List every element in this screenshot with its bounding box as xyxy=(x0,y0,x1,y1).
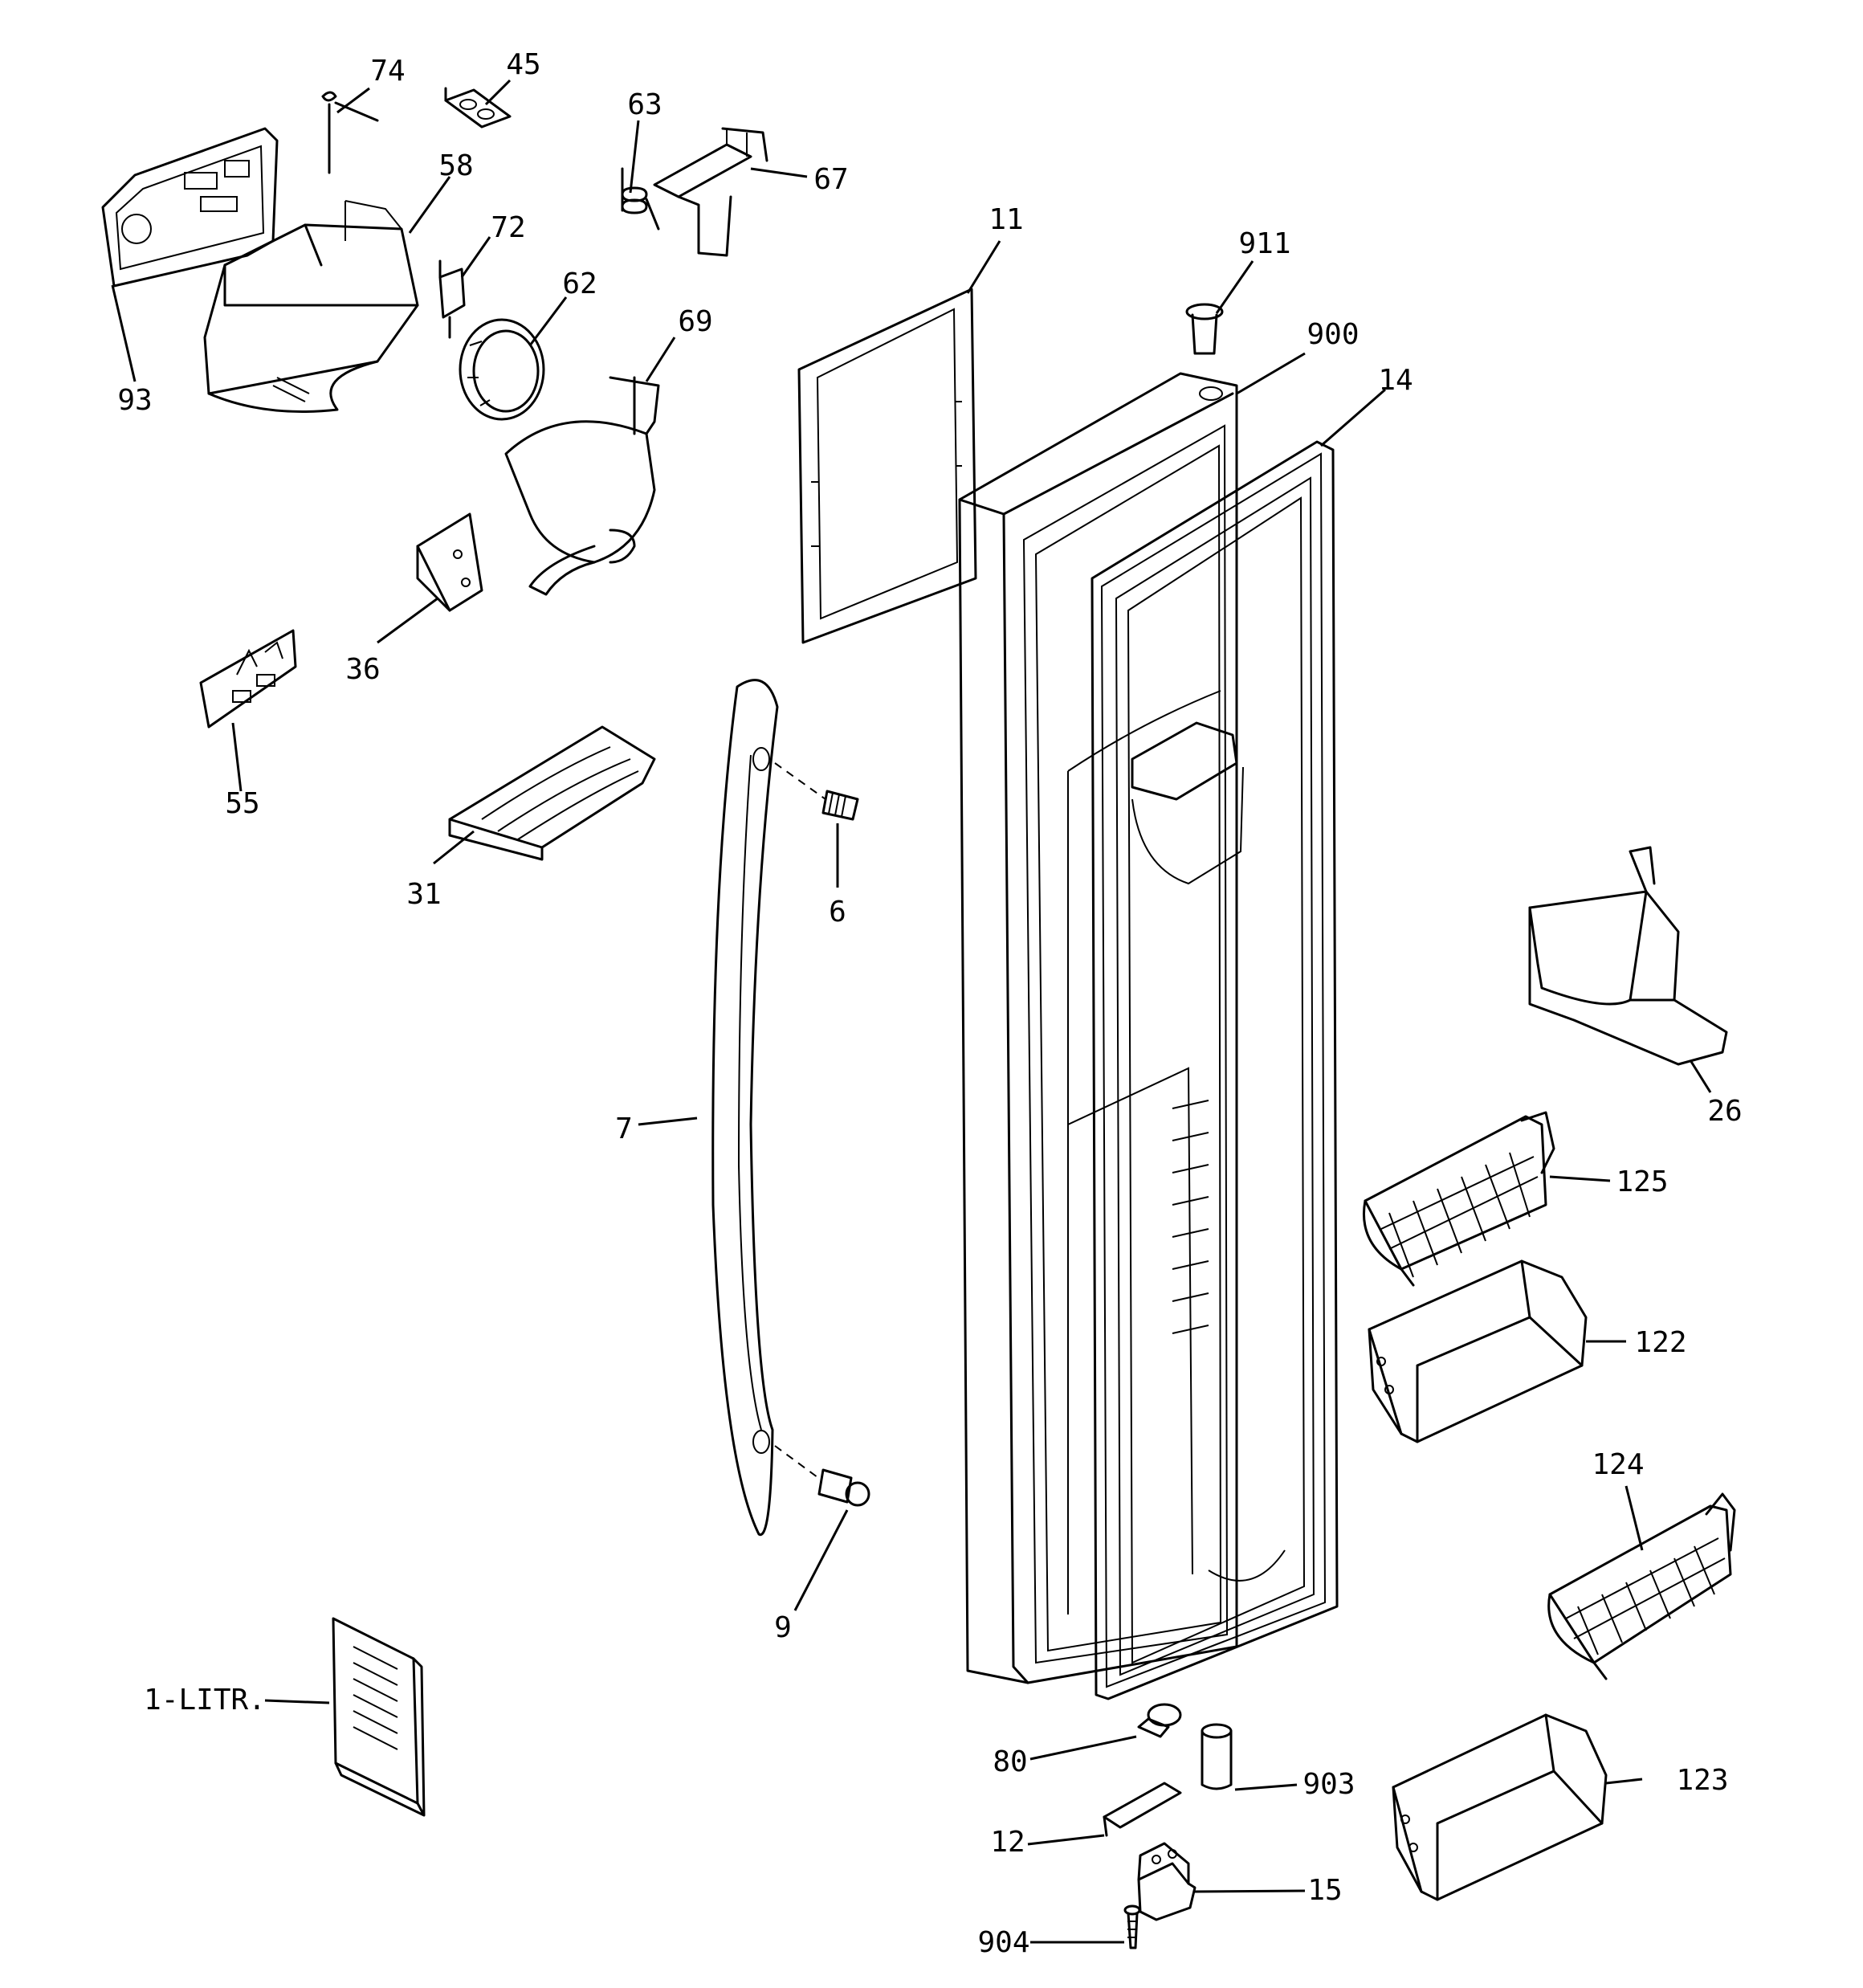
label-900: 900 xyxy=(1307,318,1359,351)
part-63-spring xyxy=(621,167,660,231)
label-903: 903 xyxy=(1302,1768,1355,1801)
label-26: 26 xyxy=(1707,1095,1742,1128)
part-6-screw xyxy=(774,762,859,821)
label-911: 911 xyxy=(1238,227,1290,260)
part-62-ring xyxy=(459,318,545,421)
part-7-handle xyxy=(711,679,779,1537)
part-125-basket xyxy=(1363,1111,1555,1287)
part-58-housing xyxy=(203,200,419,413)
part-14-gasket xyxy=(1090,440,1339,1700)
part-69-funnel xyxy=(504,376,660,596)
label-67: 67 xyxy=(813,163,848,196)
part-11-frame xyxy=(797,288,977,644)
part-1-litr-booklet xyxy=(332,1617,426,1817)
label-123: 123 xyxy=(1676,1764,1728,1797)
label-6: 6 xyxy=(829,896,846,929)
label-63: 63 xyxy=(627,88,662,121)
label-15: 15 xyxy=(1307,1874,1342,1907)
part-900-door xyxy=(958,372,1238,1684)
label-7: 7 xyxy=(615,1112,633,1145)
part-904-screw xyxy=(1123,1904,1141,1949)
part-122-bin xyxy=(1368,1259,1588,1443)
part-72-switch xyxy=(438,259,466,339)
label-80: 80 xyxy=(993,1745,1027,1778)
label-45: 45 xyxy=(506,48,540,81)
label-62: 62 xyxy=(562,267,597,300)
label-69: 69 xyxy=(678,305,712,338)
label-55: 55 xyxy=(225,787,259,820)
part-31-grille xyxy=(448,725,656,861)
label-124: 124 xyxy=(1592,1448,1644,1481)
part-9-screw xyxy=(774,1445,870,1507)
leader-lines xyxy=(111,79,1712,1944)
part-26-cover xyxy=(1528,846,1728,1066)
label-125: 125 xyxy=(1616,1165,1668,1198)
label-12: 12 xyxy=(990,1826,1025,1859)
label-72: 72 xyxy=(491,211,525,244)
part-45-bracket xyxy=(444,87,512,129)
label-31: 31 xyxy=(406,878,441,911)
label-74: 74 xyxy=(370,55,405,88)
label-9: 9 xyxy=(774,1611,792,1644)
label-122: 122 xyxy=(1634,1326,1686,1359)
part-911-bushing xyxy=(1185,303,1224,355)
part-55-board xyxy=(199,629,297,729)
part-12-plate xyxy=(1103,1782,1182,1837)
part-123-bin xyxy=(1392,1713,1608,1901)
part-124-basket xyxy=(1547,1492,1736,1680)
label-1-litr: 1-LITR. xyxy=(144,1684,266,1717)
part-15-hinge xyxy=(1137,1842,1196,1921)
part-67-actuator xyxy=(653,127,768,257)
part-93-control-panel xyxy=(101,127,279,288)
label-93: 93 xyxy=(117,384,152,417)
label-14: 14 xyxy=(1378,364,1413,397)
part-80-plug xyxy=(1137,1703,1182,1738)
part-903-pin xyxy=(1201,1723,1233,1790)
part-36-bracket xyxy=(416,512,483,612)
label-36: 36 xyxy=(345,653,380,686)
callout-labels: 74 45 63 67 58 72 93 62 69 11 911 900 14… xyxy=(117,48,1742,1959)
part-74-spring xyxy=(321,91,379,174)
label-58: 58 xyxy=(438,149,473,182)
label-11: 11 xyxy=(989,203,1023,236)
label-904: 904 xyxy=(977,1926,1029,1959)
